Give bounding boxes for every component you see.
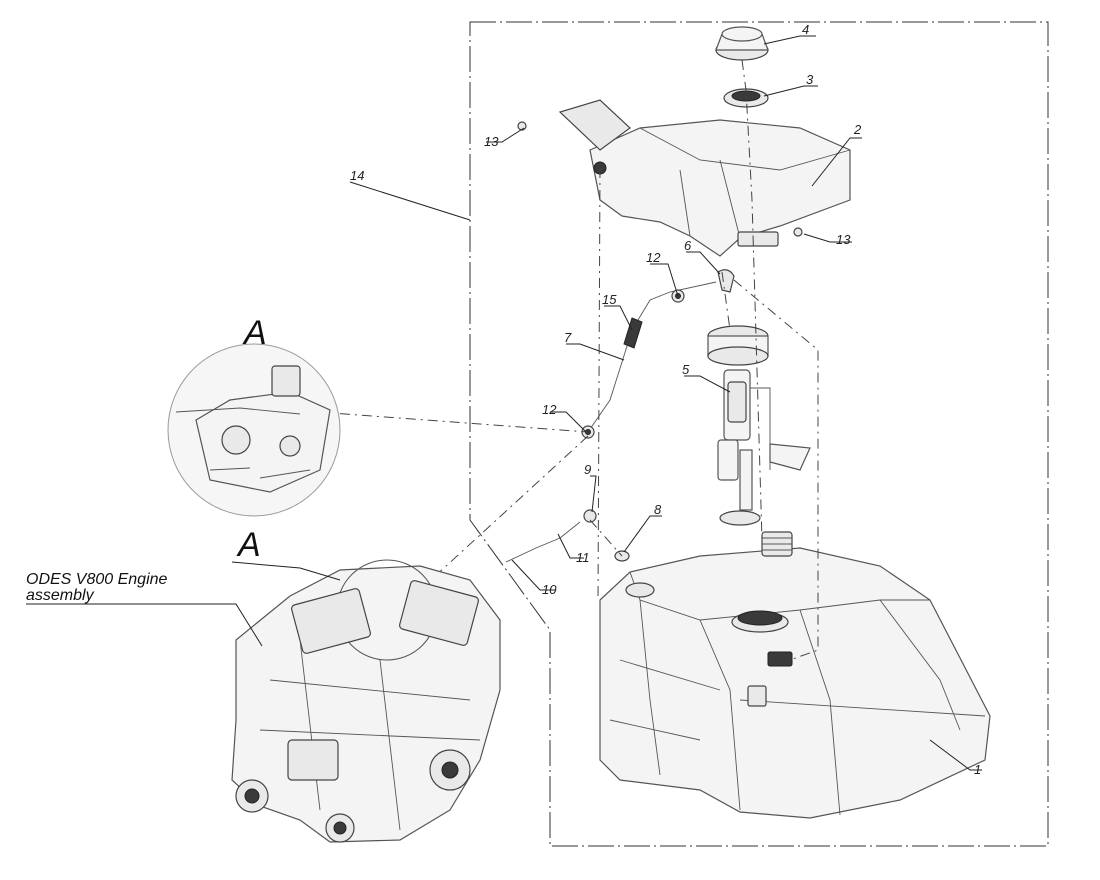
callout-7: 7 [564,330,572,345]
tank-cover-part-2 [558,99,851,257]
callout-3: 3 [806,72,814,87]
tube-parts-10-11 [505,521,581,563]
detail-view-label-top: A [242,314,267,352]
connector-part-9 [583,509,597,523]
callout-12-upper: 12 [646,250,661,265]
engine-assembly-illustration [231,559,501,843]
fuel-tank-part-1 [599,547,991,819]
fuel-cap-part-4 [715,26,769,61]
callout-1: 1 [974,762,981,777]
engine-label-line1: ODES V800 Engine [26,571,168,588]
leader-engine [26,603,263,647]
callout-14: 14 [350,168,364,183]
callout-8: 8 [654,502,662,517]
assembly-boundary-frame [469,21,1049,847]
callout-10: 10 [542,582,557,597]
fuel-pump-part-5 [707,325,811,526]
bolt-part-13-right [793,227,803,237]
callout-2: 2 [853,122,862,137]
callout-6: 6 [684,238,692,253]
callout-leaders [349,35,982,771]
alignment-lines [317,59,819,661]
detail-view-label-bottom: A [236,526,261,564]
callout-4: 4 [802,22,809,37]
callout-9: 9 [584,462,591,477]
elbow-fitting-part-6 [717,269,735,293]
detail-view-a-circle [167,343,341,517]
callout-13-left: 13 [484,134,499,149]
callout-13-right: 13 [836,232,851,247]
filler-neck [761,531,793,557]
callout-5: 5 [682,362,690,377]
callout-15: 15 [602,292,617,307]
engine-label-line2: assembly [26,587,95,604]
callout-11: 11 [576,550,590,565]
callout-12-lower: 12 [542,402,557,417]
leader-detail-a [231,561,341,581]
